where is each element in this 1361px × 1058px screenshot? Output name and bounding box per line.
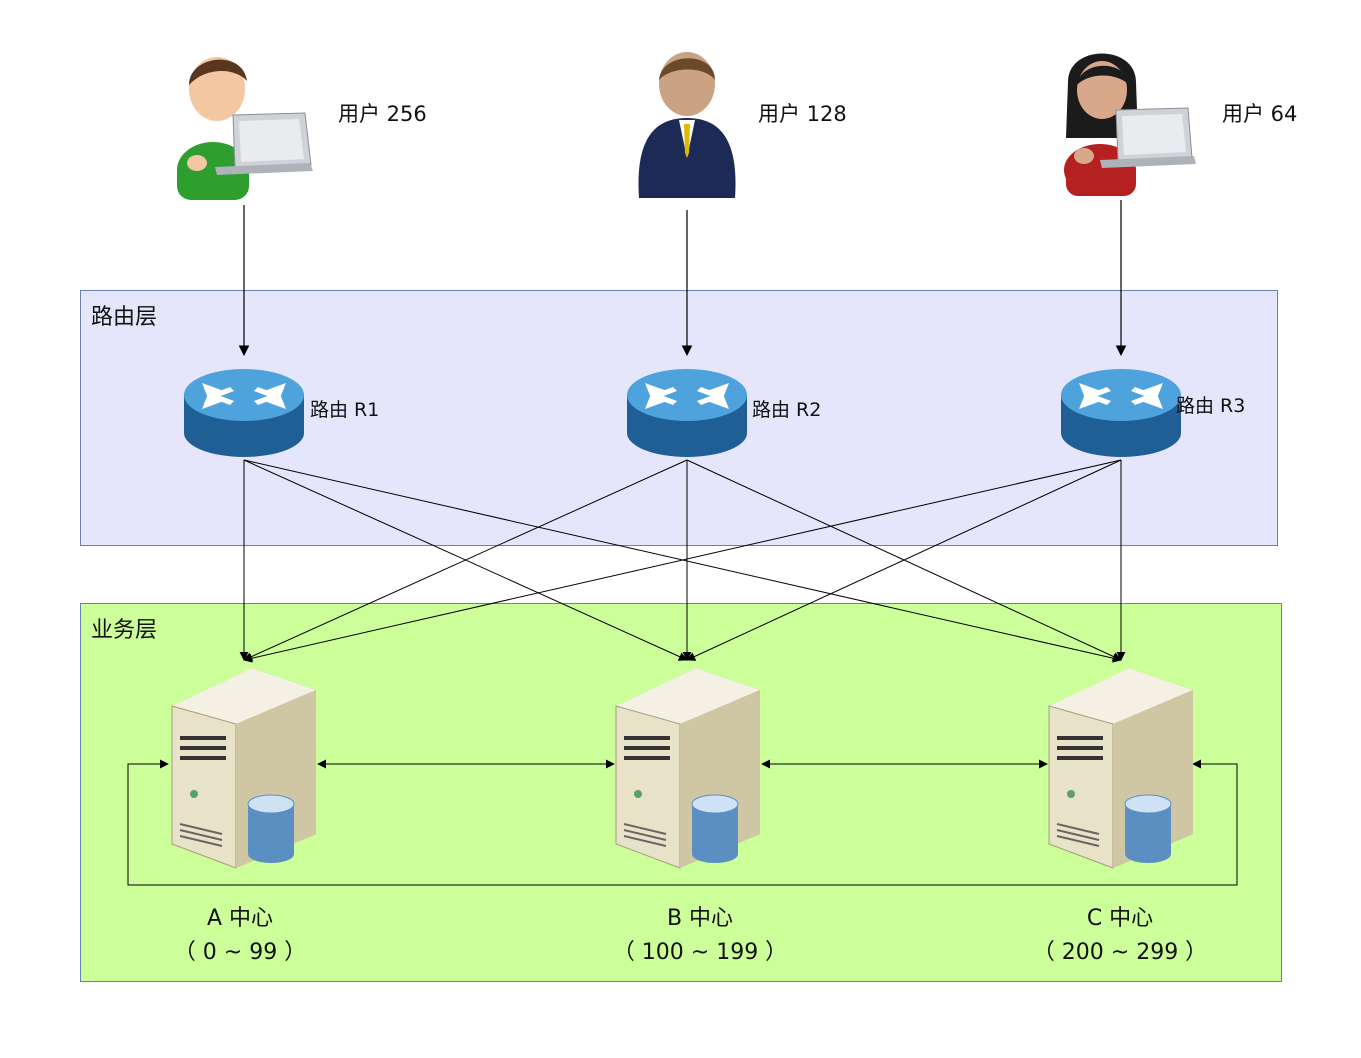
center-c-name: C 中心 [1086, 906, 1154, 931]
center-c-range: （ 200 ~ 299 ） [1032, 940, 1208, 965]
center-c-label: C 中心 （ 200 ~ 299 ） [1000, 902, 1240, 970]
user-128-label: 用户 128 [758, 102, 847, 126]
r2-to-a-arrow [243, 459, 688, 661]
r3-to-b-arrow [686, 459, 1122, 661]
router-r3-icon [1061, 369, 1181, 457]
center-b-name: B 中心 [666, 906, 734, 931]
center-a-label: A 中心 （ 0 ~ 99 ） [140, 902, 340, 970]
r3-to-a-arrow [243, 459, 1122, 663]
a-c-sync-loop [127, 759, 1238, 886]
center-b-label: B 中心 （ 100 ~ 199 ） [580, 902, 820, 970]
router-r1-icon [184, 369, 304, 457]
routing-layer-title: 路由层 [91, 305, 158, 330]
business-layer-title: 业务层 [91, 618, 158, 643]
router-r1-label: 路由 R1 [310, 399, 380, 421]
user-female-laptop-icon [1064, 53, 1196, 196]
user-green-laptop-icon [177, 57, 313, 200]
server-c-database-icon [1048, 668, 1193, 869]
center-b-range: （ 100 ~ 199 ） [612, 940, 788, 965]
server-b-database-icon [615, 668, 760, 869]
router-r3-label: 路由 R3 [1176, 395, 1246, 417]
router-r2-icon [627, 369, 747, 457]
center-a-name: A 中心 [206, 906, 274, 931]
server-a-database-icon [171, 668, 316, 869]
router-r2-label: 路由 R2 [752, 399, 822, 421]
user-businessman-icon [638, 52, 736, 198]
center-a-range: （ 0 ~ 99 ） [173, 940, 307, 965]
user-64-label: 用户 64 [1222, 102, 1298, 126]
user-256-label: 用户 256 [338, 102, 427, 126]
